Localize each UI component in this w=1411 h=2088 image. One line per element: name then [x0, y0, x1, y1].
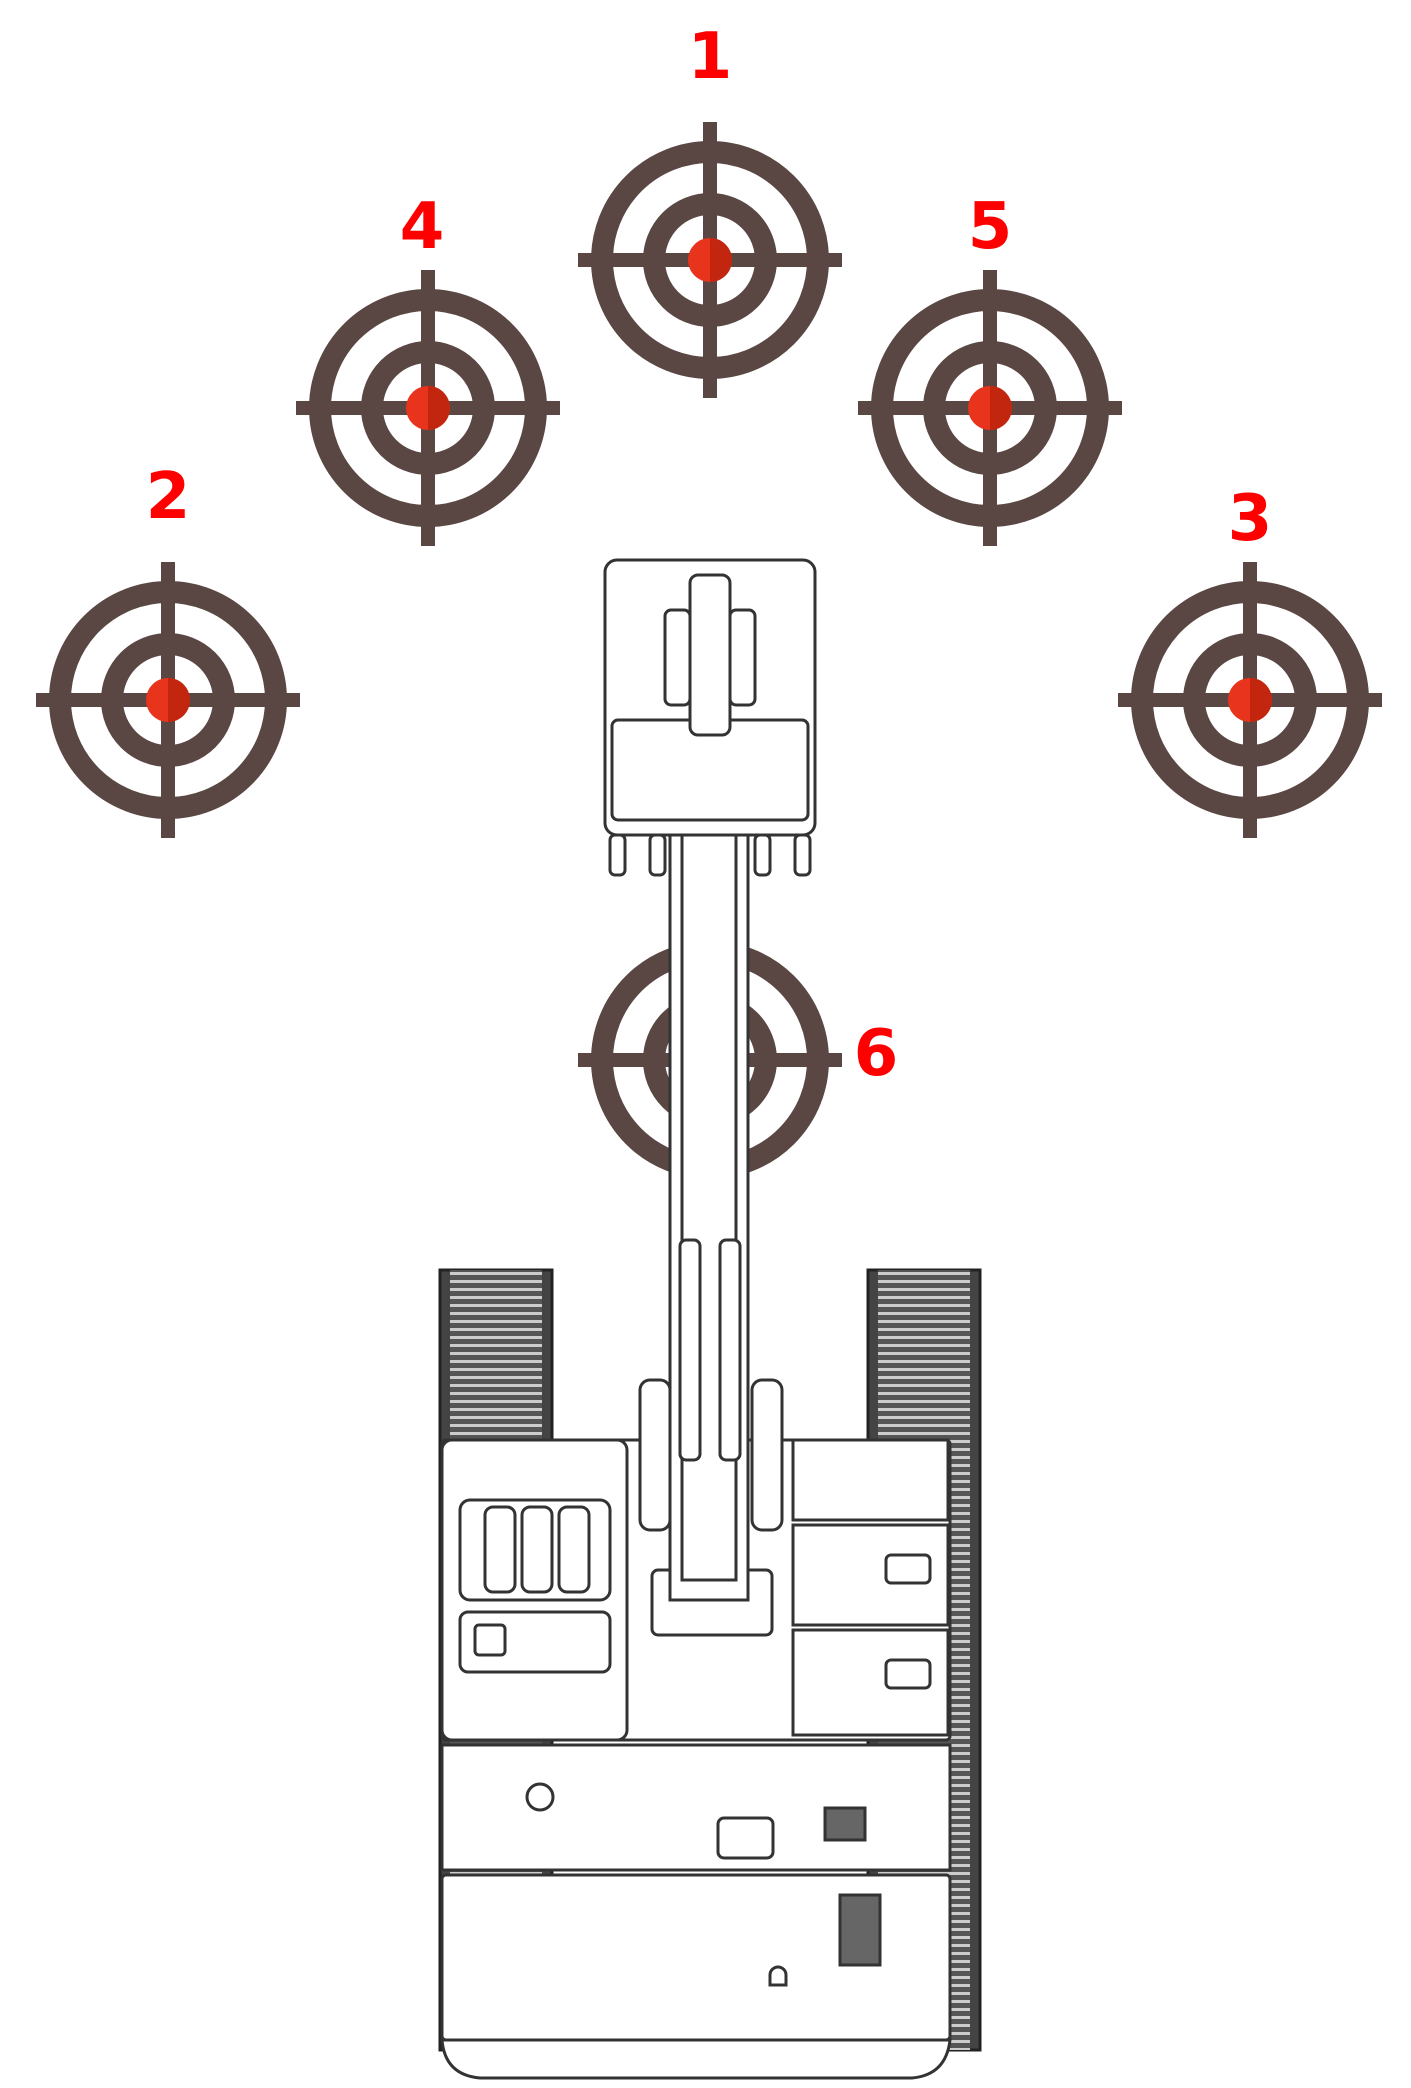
excavator-top-view-icon — [438, 558, 982, 2080]
target-3-label: 3 — [1228, 482, 1273, 556]
target-5 — [858, 270, 1122, 546]
target-1 — [578, 122, 842, 398]
target-6-label: 6 — [854, 1017, 899, 1091]
target-3 — [1118, 562, 1382, 838]
target-4 — [296, 270, 560, 546]
target-4-label: 4 — [400, 190, 445, 264]
crosshair-target-icon — [36, 562, 300, 838]
crosshair-target-icon — [858, 270, 1122, 546]
crosshair-target-icon — [296, 270, 560, 546]
target-5-label: 5 — [968, 190, 1013, 264]
target-2 — [36, 562, 300, 838]
crosshair-target-icon — [1118, 562, 1382, 838]
engine-cover — [440, 1743, 952, 1872]
target-2-label: 2 — [146, 460, 191, 534]
crosshair-target-icon — [578, 122, 842, 398]
target-1-label: 1 — [688, 20, 733, 94]
